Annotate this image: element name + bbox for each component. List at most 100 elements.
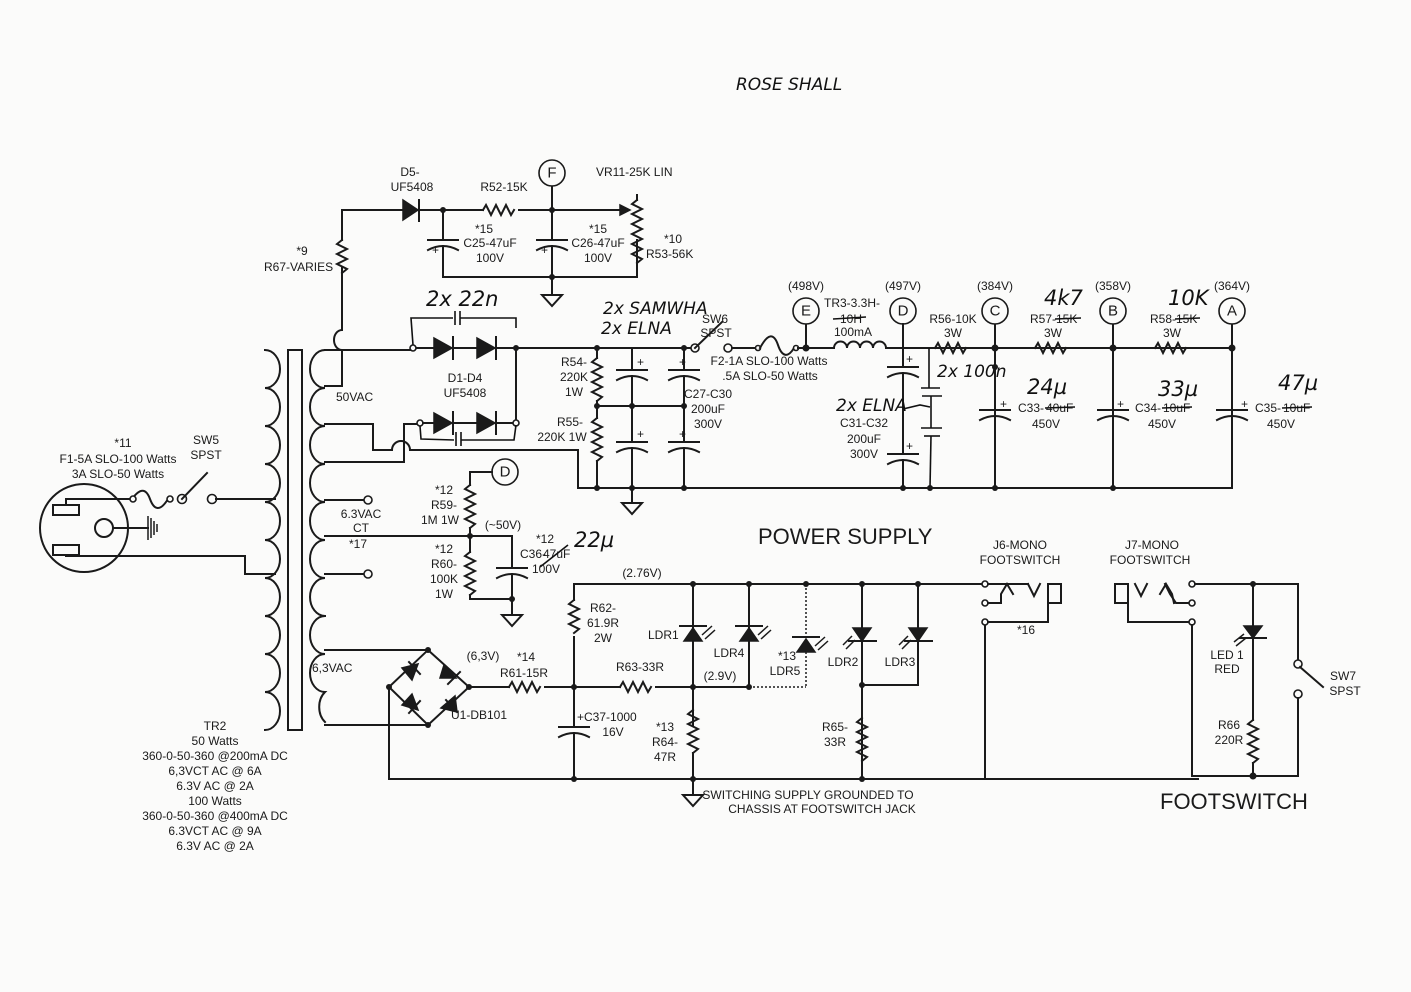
c25-note: *15	[475, 222, 493, 236]
chassis-ground-icon	[112, 516, 158, 540]
diode-d3	[433, 411, 454, 435]
handwritten-c34-33u: 33µ	[1158, 377, 1198, 401]
diode-d2	[476, 336, 497, 360]
sw7-type: SPST	[1329, 684, 1361, 698]
r57-power: 3W	[1044, 326, 1063, 340]
cap-polarity: +	[906, 352, 913, 366]
tr2-spec-line: 6.3V AC @ 2A	[176, 839, 254, 853]
test-point-c-voltage: (384V)	[977, 279, 1013, 293]
r53-note: *10	[664, 232, 682, 246]
strikethrough	[539, 544, 569, 568]
c36-note: *12	[536, 532, 554, 546]
jack-j6	[981, 580, 1062, 626]
handwritten-c35-47u: 47µ	[1278, 371, 1318, 395]
resistor-r67	[334, 238, 350, 275]
j6-line2: FOOTSWITCH	[980, 553, 1061, 567]
tr2-spec-line: 360-0-50-360 @400mA DC	[142, 809, 288, 823]
led1-line2: RED	[1214, 662, 1240, 676]
c37-rating: 16V	[602, 725, 623, 739]
section-title-footswitch: FOOTSWITCH	[1160, 789, 1308, 814]
sw5-type: SPST	[190, 448, 222, 462]
r54-line1: R54-	[561, 355, 587, 369]
sw6-name: SW6	[702, 312, 728, 326]
resistor-r60	[462, 550, 478, 597]
u1-label: U1-DB101	[451, 708, 507, 722]
ldr3-label: LDR3	[885, 655, 916, 669]
c26-rating: 100V	[584, 251, 612, 265]
test-point-e: E	[801, 303, 811, 320]
r53-name: R53-56K	[646, 247, 693, 261]
r56-power: 3W	[944, 326, 963, 340]
resistor-r65	[854, 716, 870, 763]
handwritten-22n-caps	[410, 311, 517, 446]
r62-line2: 61.9R	[587, 616, 619, 630]
resistor-r52	[481, 202, 516, 218]
c33-rating: 450V	[1032, 417, 1060, 431]
c33-name: C33-	[1018, 401, 1044, 415]
r64-line2: 47R	[654, 750, 676, 764]
tr2-spec-line: 360-0-50-360 @200mA DC	[142, 749, 288, 763]
node-voltage: (2.9V)	[704, 669, 737, 683]
ground-icon	[499, 614, 525, 628]
r60-line2: 100K	[430, 572, 458, 586]
test-point-f: F	[547, 165, 556, 182]
tr2-spec-line: 100 Watts	[188, 794, 242, 808]
ldr2-optocoupler-led	[842, 627, 877, 650]
switch-sw7	[1298, 665, 1325, 689]
resistor-r57	[1033, 340, 1068, 356]
cap-polarity: +	[679, 427, 686, 441]
test-point-b-voltage: (358V)	[1095, 279, 1131, 293]
d1-d4-part: UF5408	[444, 386, 487, 400]
fuse-f1	[130, 489, 170, 509]
f2-line1: F2-1A SLO-100 Watts	[711, 354, 828, 368]
vr11-label: VR11-25K LIN	[596, 165, 672, 179]
r67-name: R67-VARIES	[264, 260, 333, 274]
resistor-r66	[1245, 718, 1261, 765]
ground-icon	[619, 502, 645, 516]
r57-name: R57-	[1030, 312, 1056, 326]
d5-part: UF5408	[391, 180, 434, 194]
diode-d4	[476, 411, 497, 435]
handwritten-100n-caps	[902, 348, 942, 489]
tr3-struck-value: 10H	[840, 312, 862, 326]
r62-line3: 2W	[594, 631, 613, 645]
handwritten-c36-22u: 22µ	[574, 528, 614, 552]
ground-icon	[539, 294, 565, 308]
ground-icon	[680, 794, 706, 808]
fuse-f2	[758, 335, 796, 356]
bridge-voltage: (6,3V)	[467, 649, 500, 663]
sw6-type: SPST	[700, 326, 732, 340]
handwritten-2x22n: 2x 22n	[426, 287, 499, 311]
resistor-r54	[589, 356, 605, 403]
handwritten-2x100n: 2x 100n	[937, 362, 1007, 382]
choke-tr3	[832, 340, 888, 350]
jack-j7	[1114, 580, 1196, 626]
resistor-r55	[589, 416, 605, 463]
r60-line3: 1W	[435, 587, 454, 601]
strikethrough	[832, 316, 867, 320]
r55-line2: 220K 1W	[537, 430, 587, 444]
c26-note: *15	[589, 222, 607, 236]
r55-line1: R55-	[557, 415, 583, 429]
j7-line1: J7-MONO	[1125, 538, 1179, 552]
r61-name: R61-15R	[500, 666, 548, 680]
resistor-r58	[1153, 340, 1188, 356]
test-point-d-voltage: (497V)	[885, 279, 921, 293]
r64-line1: R64-	[652, 735, 678, 749]
r60-note: *12	[435, 542, 453, 556]
c26-name: C26-47uF	[571, 236, 624, 250]
transformer-tr2	[263, 348, 328, 732]
resistor-r62	[566, 598, 582, 635]
strikethrough	[1044, 406, 1076, 409]
c31-c32-rating: 300V	[850, 447, 878, 461]
r56-name: R56-10K	[929, 312, 976, 326]
c35-rating: 450V	[1267, 417, 1295, 431]
tr2-spec-line: 50 Watts	[192, 734, 239, 748]
ldr5-optocoupler-led	[792, 636, 829, 653]
tr2-specs: TR2 50 Watts 360-0-50-360 @200mA DC 6,3V…	[142, 719, 288, 853]
ldr3-optocoupler-led	[898, 627, 933, 650]
f1-label-50w: 3A SLO-50 Watts	[72, 467, 164, 481]
tr3-name: TR3-3.3H-	[824, 296, 880, 310]
ground-note-line1: SWITCHING SUPPLY GROUNDED TO	[702, 788, 913, 802]
